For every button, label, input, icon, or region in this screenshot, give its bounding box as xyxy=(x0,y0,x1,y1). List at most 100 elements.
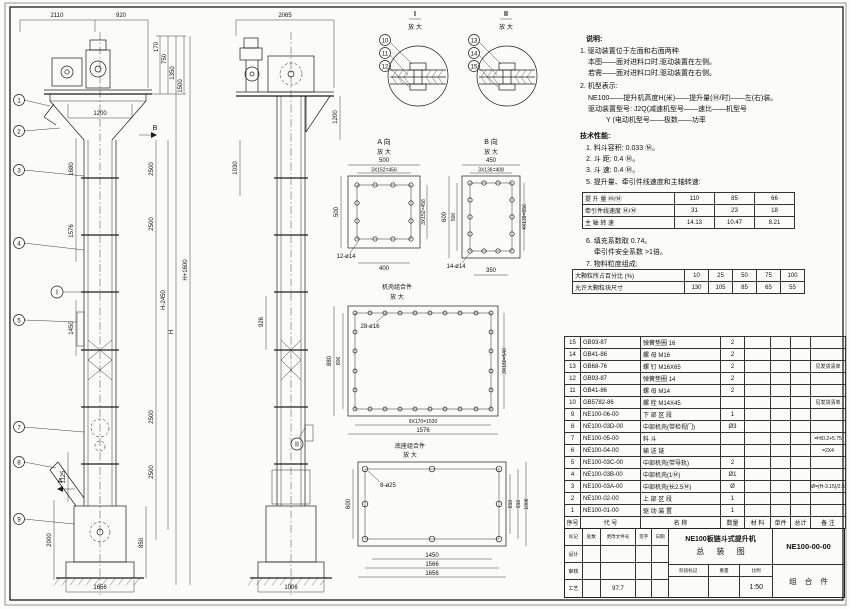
dim-b-350: 350 xyxy=(486,268,497,274)
tech-item-2: 2. 斗 距: 0.4 Ⓜ。 xyxy=(586,156,640,163)
detail-ii-title: II xyxy=(504,11,508,18)
side-elevation-view: 2065 1200 1030 926 1006 II xyxy=(233,13,341,596)
section-b-subtitle: 放 大 xyxy=(484,148,498,156)
dim-170: 170 xyxy=(154,41,160,52)
base-detail-subtitle: 放 大 xyxy=(403,451,417,459)
tech-item-5: 5. 提升量、牵引件线速度和主轴转速: xyxy=(586,179,701,186)
dim-1500: 1500 xyxy=(178,79,184,93)
title-block-date: 97.7 xyxy=(601,580,637,597)
detail-i-subtitle: 放 大 xyxy=(408,23,422,31)
note-line-7: Y (电动机型号——极数——功率 xyxy=(606,117,706,124)
sheet-name: 总 装 图 xyxy=(696,547,750,556)
dim-h-plus-1600: H+1600 xyxy=(183,259,189,281)
balloon-5: 5 xyxy=(17,318,21,324)
dim-1656: 1656 xyxy=(93,585,107,591)
dim-1200-side: 1200 xyxy=(333,110,339,124)
rev-header-sign: 签字 xyxy=(636,529,653,546)
dim-1566-base: 1566 xyxy=(425,562,439,568)
dim-850: 850 xyxy=(139,537,145,548)
dim-806: 806 xyxy=(336,357,342,366)
dim-2500-1: 2500 xyxy=(149,162,155,176)
stage-label: 阶段标记 xyxy=(669,565,709,577)
view-marker-b: B xyxy=(153,125,158,132)
dim-2500-4: 2500 xyxy=(149,465,155,479)
row-process-label: 工艺 xyxy=(565,580,583,597)
dim-b-500: 500 xyxy=(451,213,457,222)
section-a-title: A 向 xyxy=(377,137,390,146)
note-line-2: 本图——面对进料口时,驱动装置在左侧。 xyxy=(588,59,716,66)
dim-1576: 1576 xyxy=(69,224,75,238)
dim-810: 810 xyxy=(508,500,514,509)
balloon-2: 2 xyxy=(17,129,21,135)
balloon-7: 7 xyxy=(17,425,21,431)
note-line-5: NE100——提升机高度H(米)——提升量(Ⓜ/时)——左(右)装。 xyxy=(588,95,778,102)
dim-1576-casing: 1576 xyxy=(416,428,430,434)
detail-i-enlarged: I 放 大 10 11 12 xyxy=(379,11,449,107)
rev-header-count: 处数 xyxy=(582,529,601,546)
section-b-title: B 向 xyxy=(484,137,498,146)
inner-border xyxy=(9,6,844,601)
notes-heading: 说明: xyxy=(586,36,603,43)
dim-casing-pitch-h: 9X170=1530 xyxy=(409,419,438,425)
dim-1125: 1125 xyxy=(61,470,67,484)
dim-2110: 2110 xyxy=(51,13,65,19)
balloon-15: 15 xyxy=(471,64,478,70)
dim-2065: 2065 xyxy=(278,13,292,19)
dim-1656-base: 1656 xyxy=(425,571,439,577)
dim-926: 926 xyxy=(259,316,265,327)
note-line-3: 若需——面对进料口时,驱动装置在右侧。 xyxy=(588,70,716,77)
section-view-b: B 向 放 大 450 3X136=408 600 500 4X139=556 … xyxy=(442,137,528,276)
tech-item-6b: 牵引件安全系数 >1倍。 xyxy=(594,249,667,256)
balloon-12: 12 xyxy=(382,64,389,70)
scale-value: 1:50 xyxy=(749,583,763,591)
dim-1200: 1200 xyxy=(93,111,107,117)
casing-detail-subtitle: 放 大 xyxy=(390,293,404,301)
dim-1006-base: 1006 xyxy=(524,498,530,509)
callout-8-holes: 8-ø25 xyxy=(380,483,396,489)
rev-header-date: 日期 xyxy=(652,529,668,546)
balloon-1: 1 xyxy=(17,98,21,104)
dim-1680: 1680 xyxy=(69,162,75,176)
casing-detail-title: 机壳组合件 xyxy=(382,283,412,291)
rev-header-mark: 标记 xyxy=(565,529,583,546)
balloon-9: 9 xyxy=(17,517,21,523)
view-marker-a: A xyxy=(58,478,63,485)
dim-a-500-top: 500 xyxy=(379,158,390,164)
dim-b-pitch-right: 4X139=556 xyxy=(522,204,528,230)
part-balloons-front: 1 2 3 4 5 7 8 9 xyxy=(13,94,85,525)
row-check-label: 审核 xyxy=(565,563,583,580)
note-line-6: 驱动装置型号: J2Q(减速机型号——速比——机型号 xyxy=(588,106,748,113)
dim-1350: 1350 xyxy=(170,66,176,80)
dim-1450: 1450 xyxy=(69,321,75,335)
row-design-label: 设计 xyxy=(565,546,583,563)
balloon-14: 14 xyxy=(471,51,478,57)
title-block-revision-zone: 标记 处数 更改文件号 签字 日期 设计 审核 工艺 97.7 xyxy=(565,529,669,597)
dim-a-pitch-top: 3X152=456 xyxy=(371,168,397,174)
tech-heading: 技术性能: xyxy=(580,133,611,140)
callout-28-holes: 28-ø16 xyxy=(360,324,380,330)
dim-h: H xyxy=(169,330,175,334)
drawing-number: NE100-00-00 xyxy=(773,529,844,565)
dim-916: 916 xyxy=(516,500,522,509)
tech-item-6: 6. 填充系数取 0.74。 xyxy=(586,238,652,245)
dim-a-pitch-right: 3X152=456 xyxy=(421,199,427,225)
dim-b-pitch-top: 3X136=408 xyxy=(478,168,504,174)
tech-item-7: 7. 物料粒度组成: xyxy=(586,261,638,268)
front-elevation-view: 2110 920 170 750 1350 1500 1200 1680 157… xyxy=(13,13,191,596)
